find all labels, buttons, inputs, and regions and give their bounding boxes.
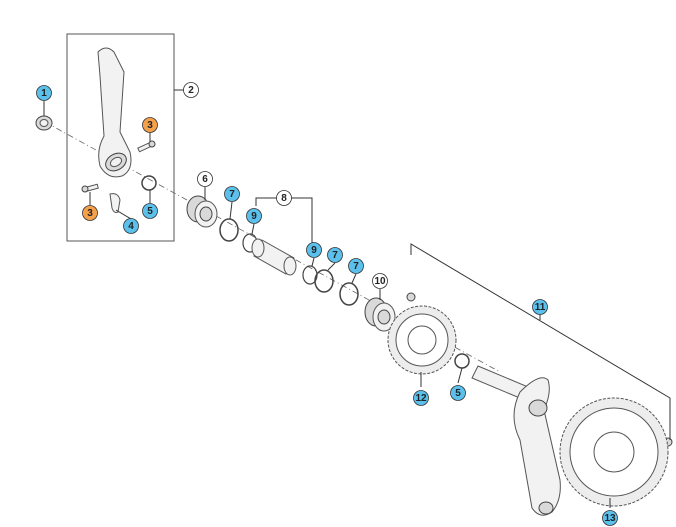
inner-cover: [242, 233, 318, 285]
callout-bubble: [327, 247, 343, 263]
callout-7[interactable]: 7: [327, 247, 343, 263]
callout-7[interactable]: 7: [224, 186, 240, 202]
bb-adapter-left: [186, 195, 218, 228]
callout-label: 5: [147, 206, 153, 217]
callout-label: 1: [41, 88, 47, 99]
callout-9[interactable]: 9: [306, 242, 322, 258]
callout-6[interactable]: 6: [197, 171, 213, 187]
callout-10[interactable]: 10: [372, 273, 388, 289]
callout-8[interactable]: 8: [276, 190, 292, 206]
callout-label: 11: [535, 302, 546, 313]
callout-bubble: [413, 390, 429, 406]
callout-12[interactable]: 12: [413, 390, 429, 406]
callout-4[interactable]: 4: [123, 218, 139, 234]
callout-bubble: [36, 85, 52, 101]
callout-3[interactable]: 3: [142, 117, 158, 133]
callout-bubble: [142, 203, 158, 219]
chainring-bolt-upper: [406, 292, 416, 302]
callout-bubble: [142, 117, 158, 133]
bracket-item-11: [410, 243, 671, 440]
callout-bubble: [276, 190, 292, 206]
o-ring-right: [454, 353, 470, 369]
callout-label: 7: [332, 250, 338, 261]
callout-bubble: [348, 258, 364, 274]
pinch-bolt-upper: [137, 140, 156, 153]
callout-label: 9: [251, 211, 257, 222]
callout-label: 13: [604, 513, 616, 524]
bb-adapter-right: [364, 297, 396, 332]
callout-label: 3: [87, 208, 93, 219]
callout-label: 7: [353, 261, 359, 272]
callout-label: 5: [455, 388, 461, 399]
callout-13[interactable]: 13: [602, 510, 618, 526]
callout-3[interactable]: 3: [82, 205, 98, 221]
callout-label: 10: [374, 276, 386, 287]
callout-11[interactable]: 11: [532, 299, 548, 315]
left-crank-arm: [97, 47, 132, 178]
callout-2[interactable]: 2: [183, 82, 199, 98]
callout-bubble: [246, 208, 262, 224]
left-crank-group-frame: [66, 33, 175, 242]
callout-bubble: [123, 218, 139, 234]
callout-bubble: [306, 242, 322, 258]
right-crank-arm: [471, 365, 561, 516]
callout-label: 12: [415, 393, 427, 404]
callout-bubble: [197, 171, 213, 187]
callout-bubble: [532, 299, 548, 315]
crank-arm-fixing-bolt: [35, 115, 53, 131]
spacer-7b: [314, 269, 334, 293]
callout-label: 3: [147, 120, 153, 131]
large-chainring: [559, 397, 669, 507]
small-chainring: [387, 305, 457, 375]
safety-plate: [109, 193, 121, 213]
callout-9[interactable]: 9: [246, 208, 262, 224]
callout-bubble: [183, 82, 199, 98]
callout-bubble: [82, 205, 98, 221]
callout-label: 4: [128, 221, 134, 232]
callout-bubble: [602, 510, 618, 526]
callout-1[interactable]: 1: [36, 85, 52, 101]
callout-label: 7: [229, 189, 235, 200]
callout-5[interactable]: 5: [142, 203, 158, 219]
callout-label: 8: [281, 193, 287, 204]
callout-label: 6: [202, 174, 208, 185]
callout-label: 9: [311, 245, 317, 256]
callout-bubble: [450, 385, 466, 401]
spacer-7a: [219, 218, 239, 242]
callout-label: 2: [188, 85, 194, 96]
callout-7[interactable]: 7: [348, 258, 364, 274]
callout-bubble: [372, 273, 388, 289]
o-ring-left: [141, 175, 157, 191]
spacer-7c: [339, 282, 359, 306]
leader-lines: [43, 101, 611, 508]
callout-bubble: [224, 186, 240, 202]
pinch-bolt-lower: [81, 183, 99, 193]
callout-5[interactable]: 5: [450, 385, 466, 401]
